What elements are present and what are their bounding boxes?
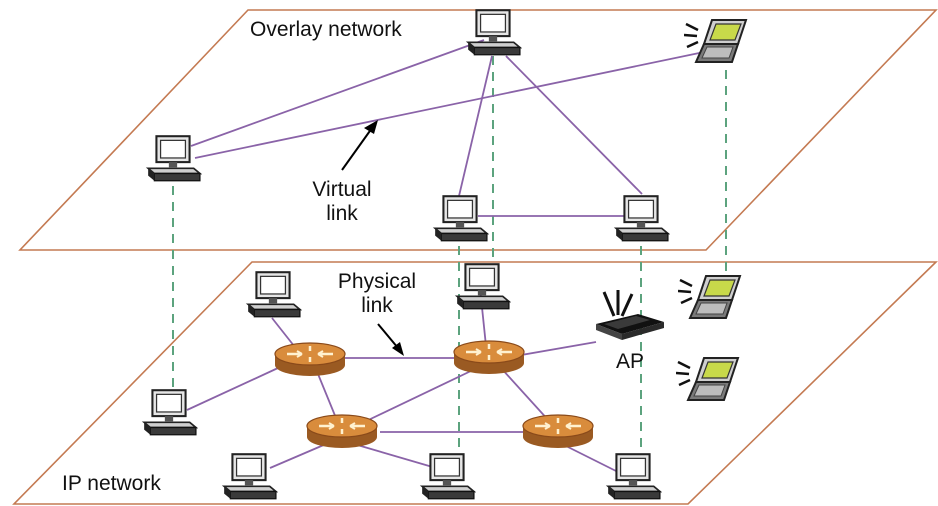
router-icon[interactable] xyxy=(305,414,379,450)
physical-link xyxy=(186,367,279,411)
overlay-network-plane xyxy=(18,9,938,251)
physical-link xyxy=(317,373,337,419)
physical-link xyxy=(269,443,327,469)
virtual-link xyxy=(190,39,485,147)
virtual-link-label-line2: link xyxy=(326,202,358,226)
virtual-links xyxy=(190,39,705,217)
router-icon[interactable] xyxy=(521,414,595,450)
overlay-network-label: Overlay network xyxy=(250,18,402,41)
virtual-link-arrow xyxy=(341,120,378,171)
physical-links xyxy=(186,287,619,473)
physical-link-label-line1: Physical xyxy=(337,270,417,293)
access-point-label: AP xyxy=(616,350,645,373)
virtual-link xyxy=(458,55,493,197)
ip-network-plane xyxy=(12,261,938,505)
virtual-link xyxy=(505,55,643,195)
physical-link-arrow xyxy=(377,323,404,356)
physical-link xyxy=(359,369,474,425)
physical-link xyxy=(565,445,619,473)
router-icon[interactable] xyxy=(452,340,526,376)
physical-link xyxy=(353,443,437,469)
physical-link-label-line2: link xyxy=(361,294,393,318)
ip-network-label: IP network xyxy=(62,472,161,495)
physical-link xyxy=(500,367,551,423)
router-icon[interactable] xyxy=(273,342,347,378)
physical-link-label: Physical link xyxy=(322,270,432,318)
virtual-link xyxy=(194,51,705,159)
virtual-link-label-line1: Virtual xyxy=(312,178,372,201)
virtual-link-label: Virtual link xyxy=(290,178,394,226)
